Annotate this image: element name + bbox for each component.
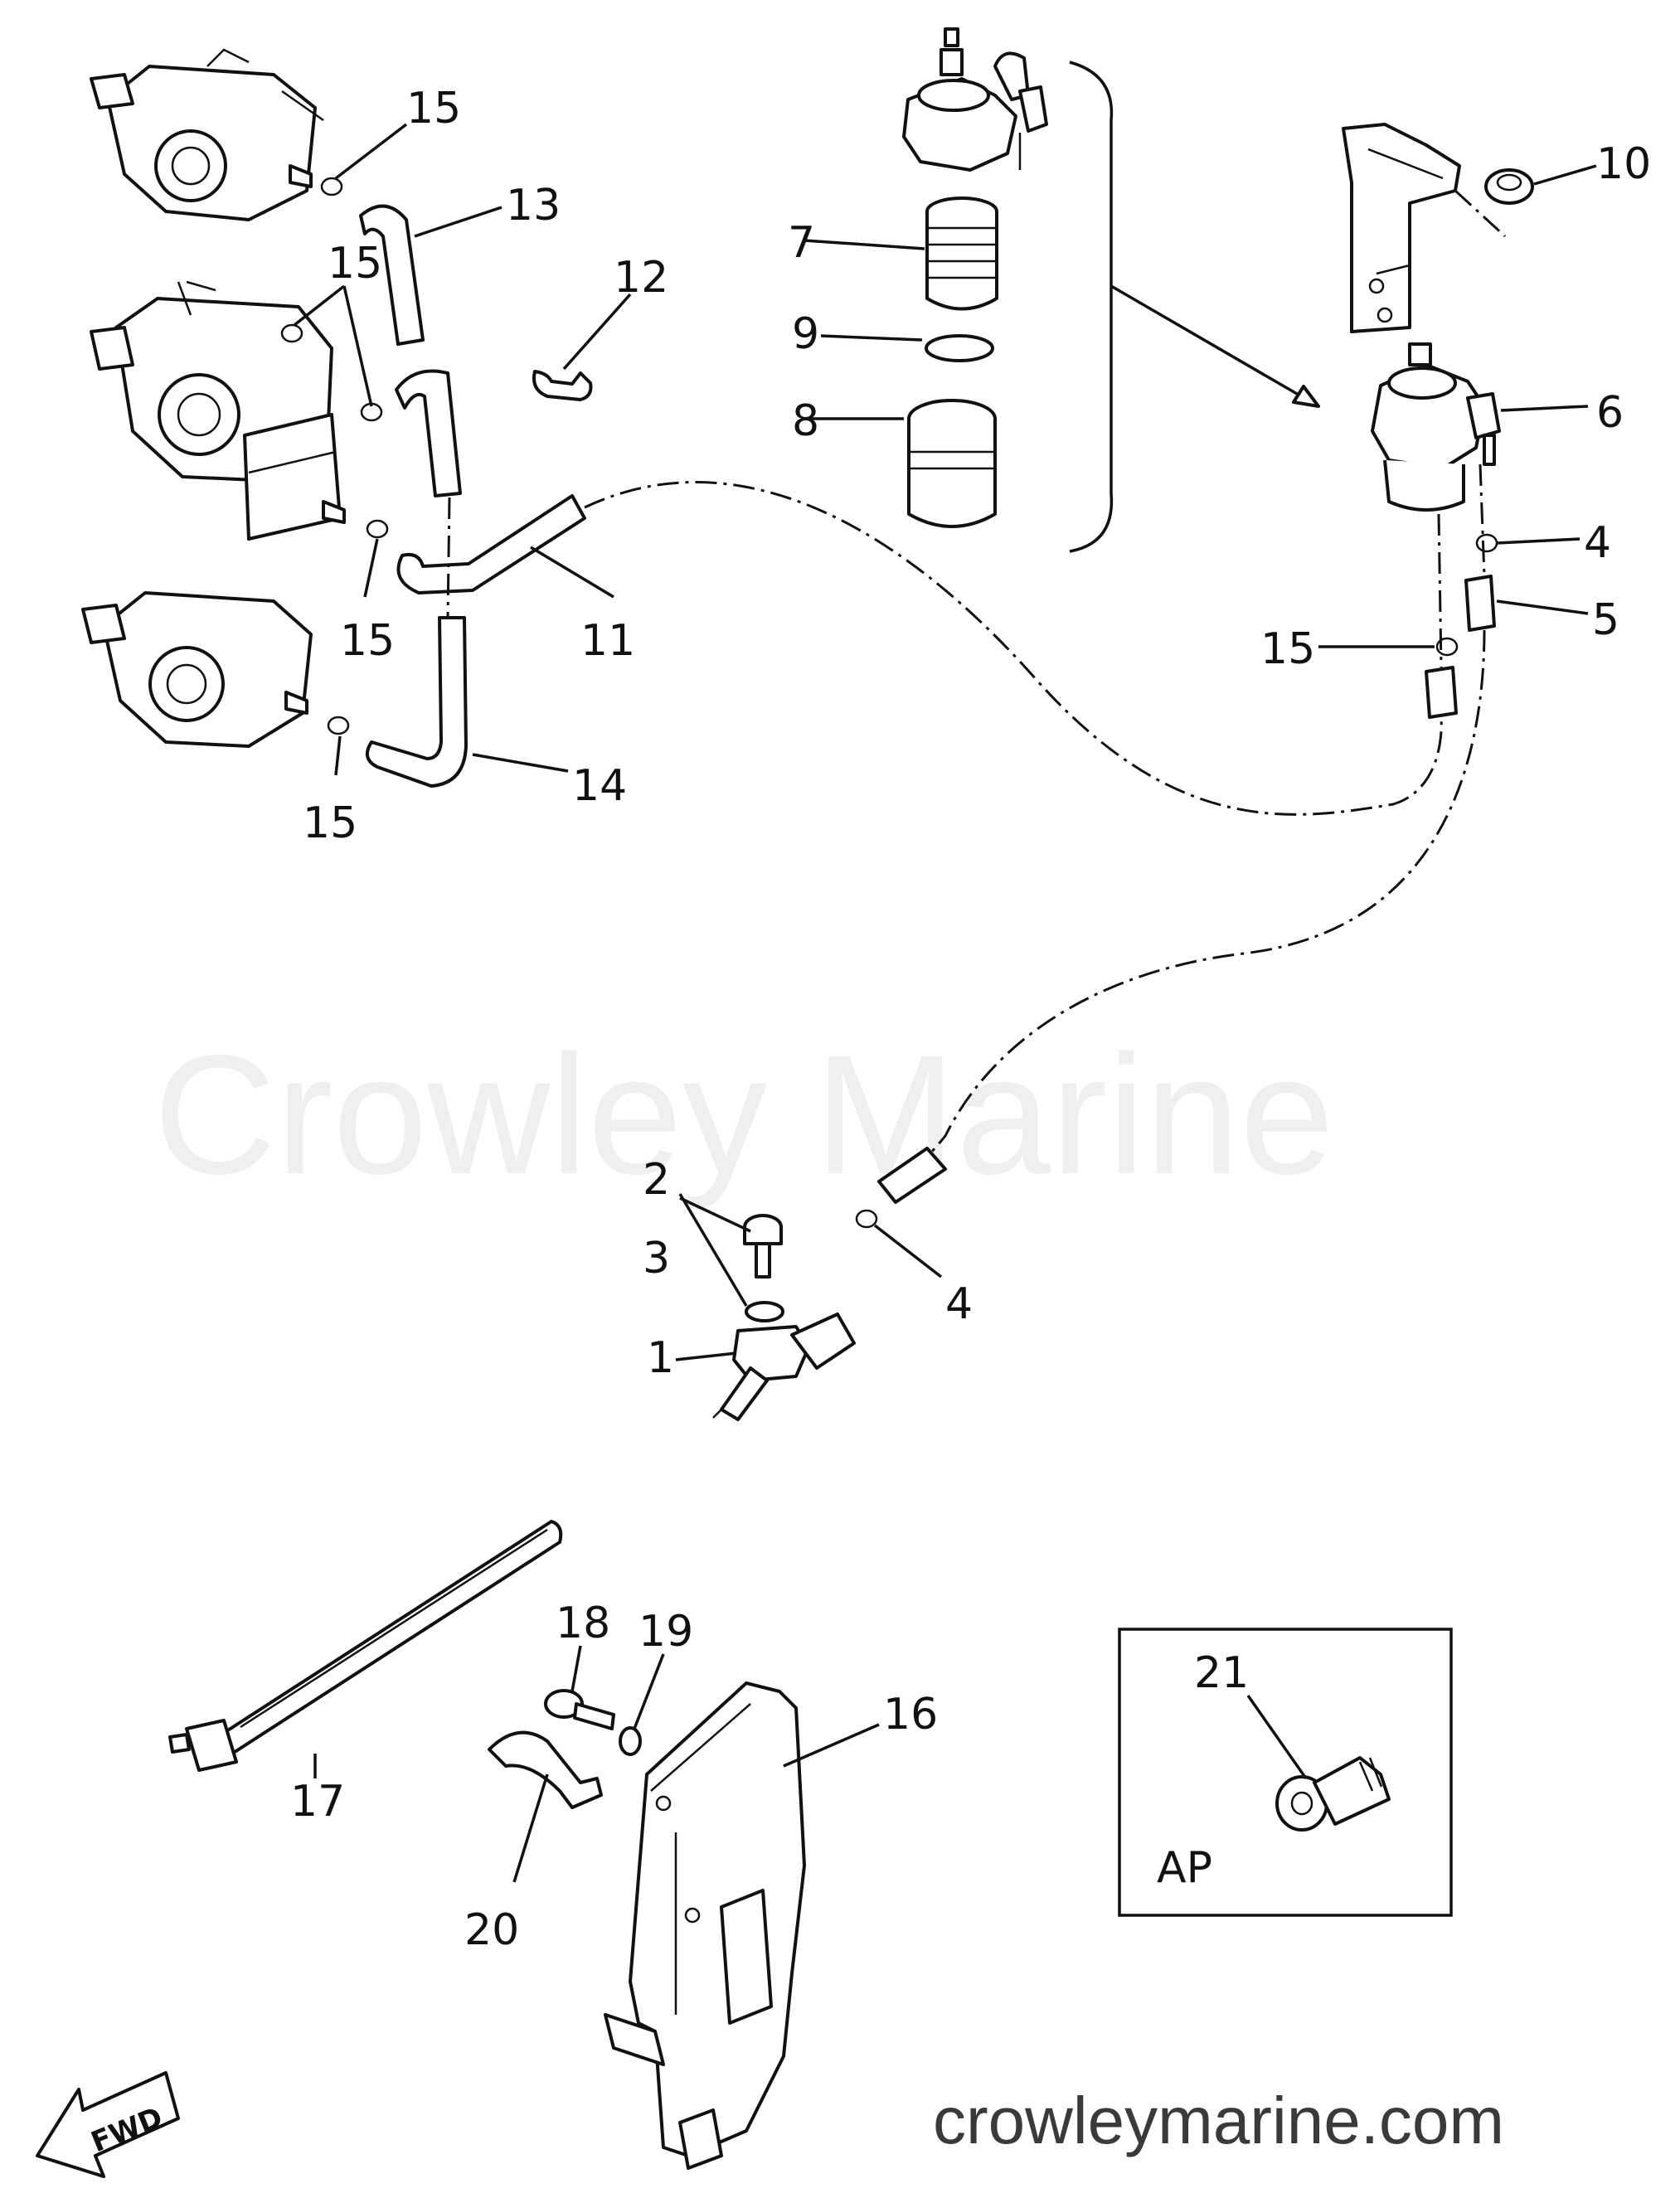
- inset-box: [1118, 1628, 1453, 1917]
- hose-clip-15: [280, 177, 389, 735]
- callout-3: 3: [643, 1234, 670, 1283]
- fuel-line-upper: [584, 481, 1443, 816]
- fwd-arrow: FWD: [36, 2071, 180, 2178]
- callout-4: 4: [1584, 518, 1611, 568]
- callout-5: 5: [1592, 595, 1619, 645]
- callout-labels: 15 13 15 12 15 11 15 14 7 9 8 10 6 4 5 1…: [290, 84, 1651, 1955]
- hose-upper-elbow: [395, 369, 462, 497]
- clip-12: [532, 370, 593, 401]
- fuel-joint-1: [712, 1312, 856, 1421]
- hose-joint-lower: [877, 1147, 947, 1204]
- bracket-16: [604, 1681, 806, 2170]
- washer-19: [619, 1726, 642, 1756]
- filter-cup-top: [902, 27, 1048, 172]
- callout-21: 21: [1194, 1648, 1249, 1698]
- leader-lines: [293, 123, 1597, 1883]
- callout-15: 15: [340, 616, 395, 666]
- tie-strap-17: [168, 1520, 563, 1772]
- clamp-20: [488, 1730, 603, 1809]
- callout-15: 15: [406, 84, 461, 133]
- hose-clip-15-right: [1435, 637, 1459, 657]
- callout-10: 10: [1596, 139, 1651, 189]
- carburetor-bottom: [81, 591, 313, 748]
- hose-14: [365, 616, 468, 788]
- washer-3: [745, 1301, 784, 1322]
- callout-19: 19: [638, 1607, 693, 1657]
- callout-6: 6: [1596, 388, 1624, 438]
- callout-4: 4: [945, 1279, 973, 1329]
- callout-11: 11: [580, 616, 635, 666]
- bolt-2: [743, 1214, 783, 1279]
- callout-1: 1: [647, 1333, 674, 1383]
- callout-15: 15: [303, 798, 357, 848]
- inset-label: AP: [1157, 1843, 1212, 1893]
- callout-15: 15: [1260, 624, 1315, 674]
- fuel-filter-6: [1371, 342, 1501, 512]
- site-url: crowleymarine.com: [933, 2084, 1504, 2157]
- fuel-line-lower: [886, 629, 1486, 1179]
- hose-11: [396, 494, 586, 594]
- carburetor-middle: [90, 280, 346, 541]
- hose-5: [1464, 575, 1496, 632]
- callout-13: 13: [506, 181, 561, 230]
- o-ring-9: [925, 334, 994, 362]
- callout-7: 7: [788, 218, 815, 268]
- assembly-arrow: [1110, 284, 1319, 408]
- callout-12: 12: [614, 253, 668, 303]
- callout-18: 18: [556, 1599, 610, 1648]
- filter-bracket: [1342, 123, 1461, 333]
- callout-14: 14: [572, 761, 627, 811]
- assembly-bracket: [1069, 61, 1114, 553]
- callout-17: 17: [290, 1777, 345, 1827]
- callout-9: 9: [792, 309, 819, 359]
- filter-cup-8: [907, 399, 997, 528]
- callout-8: 8: [792, 396, 819, 446]
- hose-clip-4-lower: [855, 1209, 878, 1229]
- watermark: Crowley Marine: [153, 1020, 1334, 1210]
- bolt-18: [544, 1689, 615, 1730]
- callout-16: 16: [883, 1690, 938, 1739]
- hose-13: [359, 204, 425, 346]
- nut-10: [1484, 168, 1534, 205]
- callout-20: 20: [464, 1905, 519, 1955]
- filter-element-7: [925, 197, 998, 311]
- hose-clip-4-upper: [1475, 533, 1498, 553]
- callout-2: 2: [643, 1155, 670, 1205]
- hose-joint-right: [1425, 666, 1458, 719]
- part-21: [1275, 1756, 1391, 1832]
- callout-15: 15: [328, 239, 382, 289]
- carburetor-top: [90, 48, 324, 221]
